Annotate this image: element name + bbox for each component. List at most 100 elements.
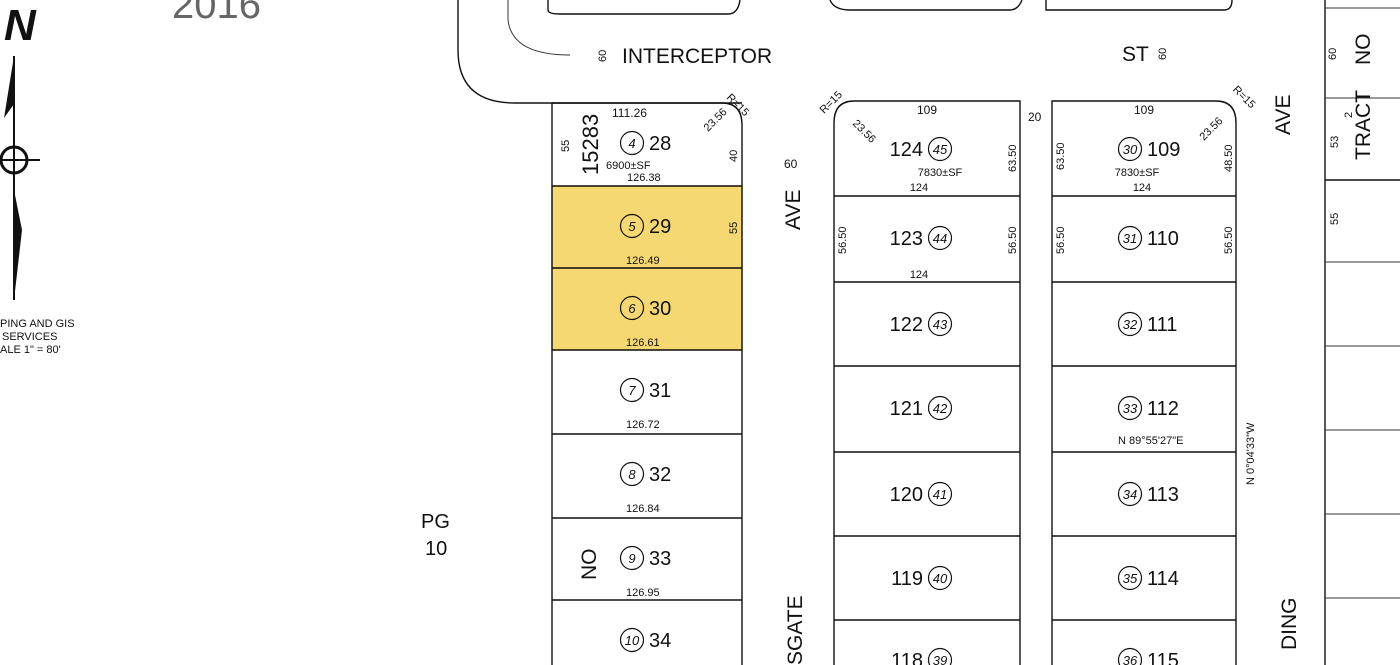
dim-bottom: 126.38 (627, 172, 661, 184)
lot-115-parcel-number: 36 (1123, 653, 1138, 665)
lot-119-parcel-circle (927, 565, 953, 591)
lot-109-lot-number[interactable]: 109 (1147, 139, 1180, 161)
lot-120-parcel-number: 41 (933, 487, 947, 502)
lot-29-lot-number[interactable]: 29 (649, 216, 671, 238)
lot-113-parcel-circle (1117, 481, 1143, 507)
dim-right: 63.50 (1007, 144, 1019, 172)
scale-note: PING AND GIS SERVICES ALE 1" = 80' (0, 318, 75, 356)
lot-110-lot-number[interactable]: 110 (1147, 228, 1179, 250)
dim-bottom: 126.72 (626, 419, 660, 431)
lot-120-parcel-circle (927, 481, 953, 507)
lot-122-parcel-circle (927, 311, 953, 337)
lot-123-lot-number[interactable]: 123 (890, 228, 923, 250)
lot-109-parcel-number: 30 (1123, 142, 1138, 157)
curve-length: 23.56 (1197, 115, 1225, 143)
dim-bottom: 126.95 (626, 587, 660, 599)
lot-114-parcel-number: 35 (1123, 571, 1138, 586)
lot-112-parcel-circle (1117, 395, 1143, 421)
dim-right: 56.50 (1007, 226, 1019, 254)
lot-29-parcel-number: 5 (628, 219, 636, 234)
lot-119-lot-number[interactable]: 119 (891, 568, 923, 590)
lot-121-lot-number[interactable]: 121 (890, 398, 923, 420)
lot-118-lot-number[interactable]: 118 (891, 650, 923, 665)
lot-29-parcel-circle (619, 213, 645, 239)
svg-text:ALE 1" = 80': ALE 1" = 80' (0, 344, 61, 356)
lot-32-lot-number[interactable]: 32 (649, 464, 671, 486)
lot-31-parcel-number: 7 (628, 383, 636, 398)
tract-side-dim: 55 (1329, 213, 1341, 225)
highlighted-parcel[interactable] (551, 185, 743, 269)
lot-28-parcel-number: 4 (628, 136, 635, 151)
svg-text:PG: PG (421, 511, 450, 533)
lot-33-parcel-circle (619, 545, 645, 571)
width-label: 60 (1327, 48, 1339, 60)
dim-left: 55 (560, 140, 572, 152)
lot-114-lot-number[interactable]: 114 (1147, 568, 1179, 590)
lot-111-parcel-circle (1117, 311, 1143, 337)
lot-115-parcel-circle (1117, 647, 1143, 665)
svg-text:10: 10 (425, 538, 447, 560)
width-label-ave: 60 (784, 157, 798, 171)
lot-110-parcel-number: 31 (1123, 231, 1137, 246)
dim-bottom: 126.84 (626, 503, 660, 515)
lot-34-lot-number[interactable]: 34 (649, 630, 671, 652)
street-label-ding: DING (1278, 598, 1301, 651)
dim-right: 56.50 (1223, 226, 1235, 254)
dim-left: 56.50 (837, 226, 849, 254)
lot-30-parcel-number: 6 (628, 301, 636, 316)
dim-top: 109 (917, 103, 937, 117)
lot-110-parcel-circle (1117, 225, 1143, 251)
lot-32-parcel-circle (619, 461, 645, 487)
lot-118-parcel-circle (927, 647, 953, 665)
lot-31-parcel-circle (619, 377, 645, 403)
lot-111-parcel-number: 32 (1123, 317, 1138, 332)
lot-32-parcel-number: 8 (628, 467, 636, 482)
lot-122-lot-number[interactable]: 122 (890, 314, 923, 336)
lot-33-lot-number[interactable]: 33 (649, 548, 671, 570)
lot-area: 6900±SF (606, 160, 651, 172)
lot-30-parcel-circle (619, 295, 645, 321)
curve-length: 23.56 (702, 106, 730, 134)
lot-30-lot-number[interactable]: 30 (649, 298, 671, 320)
lot-111-lot-number[interactable]: 111 (1147, 314, 1177, 336)
lot-120-lot-number[interactable]: 120 (890, 484, 923, 506)
lot-114-parcel-circle (1117, 565, 1143, 591)
highlighted-parcel[interactable] (551, 267, 743, 351)
north-arrow-icon: N (0, 1, 40, 300)
svg-text:PING AND GIS: PING AND GIS (0, 318, 75, 330)
dim-right: 48.50 (1223, 144, 1235, 172)
tract-no-label-left: NO (578, 549, 601, 581)
street-boundaries (457, 0, 1400, 665)
lot-124-lot-number[interactable]: 124 (890, 139, 923, 161)
width-label: 60 (597, 50, 609, 62)
dim-top: 109 (1134, 103, 1154, 117)
map-year: 2016 (172, 0, 261, 27)
svg-text:N: N (4, 1, 37, 50)
lot-122-parcel-number: 43 (933, 317, 948, 332)
lot-31-lot-number[interactable]: 31 (649, 380, 671, 402)
lot-113-lot-number[interactable]: 113 (1147, 484, 1179, 506)
dim-bottom: 124 (910, 182, 928, 194)
lot-area: 7830±SF (1115, 167, 1160, 179)
tract-side-dim: 53 (1329, 136, 1341, 148)
street-label-ave-mid: AVE (782, 190, 805, 230)
tract-no-label: NO (1352, 34, 1375, 66)
lot-124-parcel-number: 45 (933, 142, 948, 157)
lot-112-lot-number[interactable]: 112 (1147, 398, 1179, 420)
lot-109-parcel-circle (1117, 136, 1143, 162)
lot-115-lot-number[interactable]: 115 (1147, 650, 1179, 665)
street-label-sgate: SGATE (784, 595, 807, 665)
lot-28-parcel-circle (619, 130, 645, 156)
lot-121-parcel-circle (927, 395, 953, 421)
dim-bottom: 124 (910, 269, 928, 281)
width-label-20: 20 (1028, 110, 1042, 124)
curve-radius: R=15 (1230, 84, 1257, 111)
lot-112-parcel-number: 33 (1123, 401, 1138, 416)
dim-side: 55 (728, 222, 740, 234)
curve-length: 23.56 (850, 118, 878, 146)
lot-28-lot-number[interactable]: 28 (649, 133, 671, 155)
